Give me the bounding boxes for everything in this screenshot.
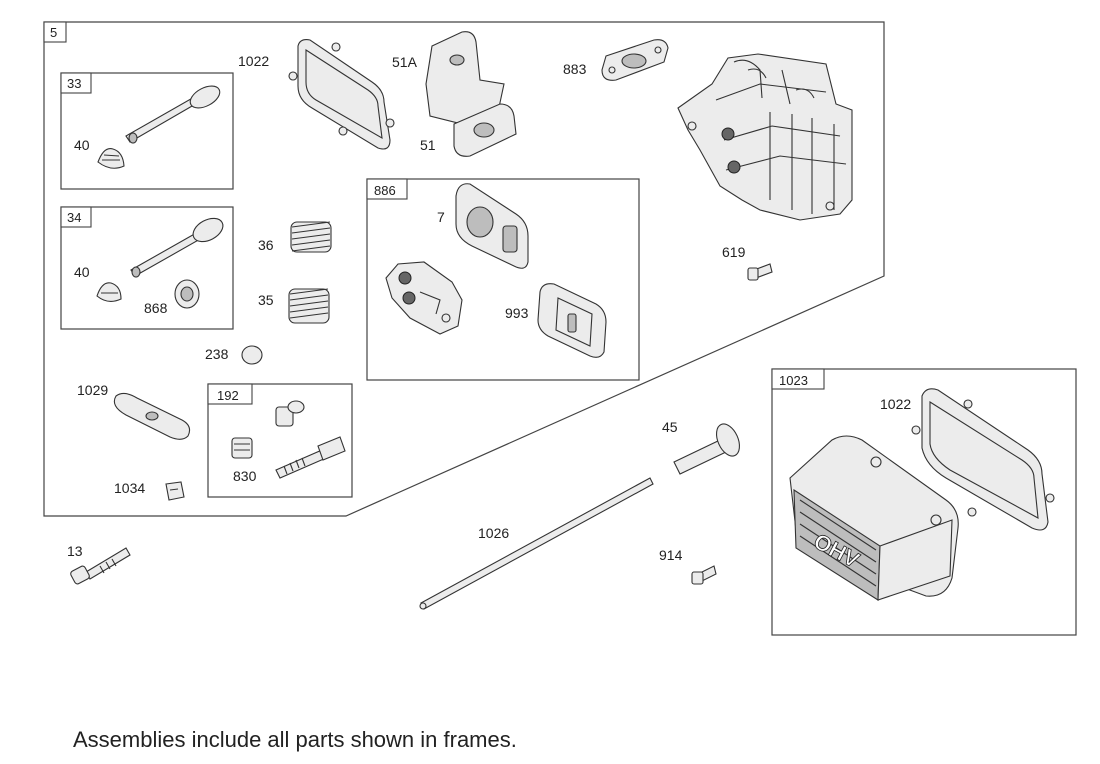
label-13: 13 — [67, 543, 83, 559]
valve-spring-35-part — [288, 288, 330, 324]
label-51A: 51A — [392, 54, 418, 70]
valve-seal-868-part — [174, 279, 200, 309]
rocker-nut-1034-part — [165, 481, 185, 501]
rocker-arm-1029-part — [113, 392, 191, 440]
guide-plate-part — [275, 400, 305, 427]
frame-5-tag — [43, 21, 67, 43]
label-51: 51 — [420, 137, 436, 153]
frame-192-outline — [207, 383, 353, 498]
frame-34-tag — [60, 206, 92, 228]
frame-33-outline — [60, 72, 234, 190]
frame-5-label: 5 — [50, 25, 57, 40]
valve-keeper-40-b-part — [96, 282, 122, 302]
label-45: 45 — [662, 419, 678, 435]
label-238: 238 — [205, 346, 229, 362]
valve-cover-gasket-1022-part — [288, 39, 395, 150]
cylinder-head-part — [677, 53, 853, 221]
frame-33-tag — [60, 72, 92, 94]
gasket-883-part — [601, 39, 669, 81]
label-1026: 1026 — [478, 525, 509, 541]
label-7: 7 — [437, 209, 445, 225]
label-993: 993 — [505, 305, 529, 321]
gasket-51-part — [453, 103, 517, 157]
head-gasket-7-part — [455, 183, 529, 269]
frame-1023-label: 1023 — [779, 373, 808, 388]
rod-guide-45-part — [673, 423, 741, 475]
label-40-b: 40 — [74, 264, 90, 280]
valve-33-part — [125, 85, 221, 144]
valve-keeper-40-a-part — [97, 147, 125, 169]
label-1022-b: 1022 — [880, 396, 911, 412]
label-830: 830 — [233, 468, 257, 484]
screw-619-part — [747, 263, 773, 281]
gasket-993-part — [537, 283, 607, 358]
push-rod-1026-part — [419, 477, 654, 610]
nut-830-part — [231, 437, 253, 459]
assemblies-footnote: Assemblies include all parts shown in fr… — [73, 727, 517, 752]
frame-34-label: 34 — [67, 210, 81, 225]
rocker-stud-part — [275, 436, 346, 479]
frame-192-tag — [207, 383, 253, 405]
screw-914-part — [691, 565, 717, 585]
label-883: 883 — [563, 61, 587, 77]
valve-cover-gasket-1022-b-part — [911, 388, 1055, 531]
frame-5-outline — [43, 21, 885, 517]
label-1022-a: 1022 — [238, 53, 269, 69]
breather-plate-part — [385, 261, 463, 335]
frame-1023-tag — [771, 368, 825, 390]
label-868: 868 — [144, 300, 168, 316]
frame-886-outline — [366, 178, 640, 381]
frame-34-outline — [60, 206, 234, 330]
frame-192-label: 192 — [217, 388, 239, 403]
label-1034: 1034 — [114, 480, 145, 496]
cap-238-part — [241, 345, 263, 365]
valve-spring-36-part — [290, 221, 332, 253]
bolt-13-part — [70, 547, 131, 585]
frame-886-tag — [366, 178, 408, 200]
label-35: 35 — [258, 292, 274, 308]
label-619: 619 — [722, 244, 746, 260]
label-36: 36 — [258, 237, 274, 253]
valve-34-part — [130, 217, 224, 278]
frame-1023-outline — [771, 368, 1077, 636]
label-914: 914 — [659, 547, 683, 563]
label-40-a: 40 — [74, 137, 90, 153]
frame-886-label: 886 — [374, 183, 396, 198]
label-1029: 1029 — [77, 382, 108, 398]
frame-33-label: 33 — [67, 76, 81, 91]
